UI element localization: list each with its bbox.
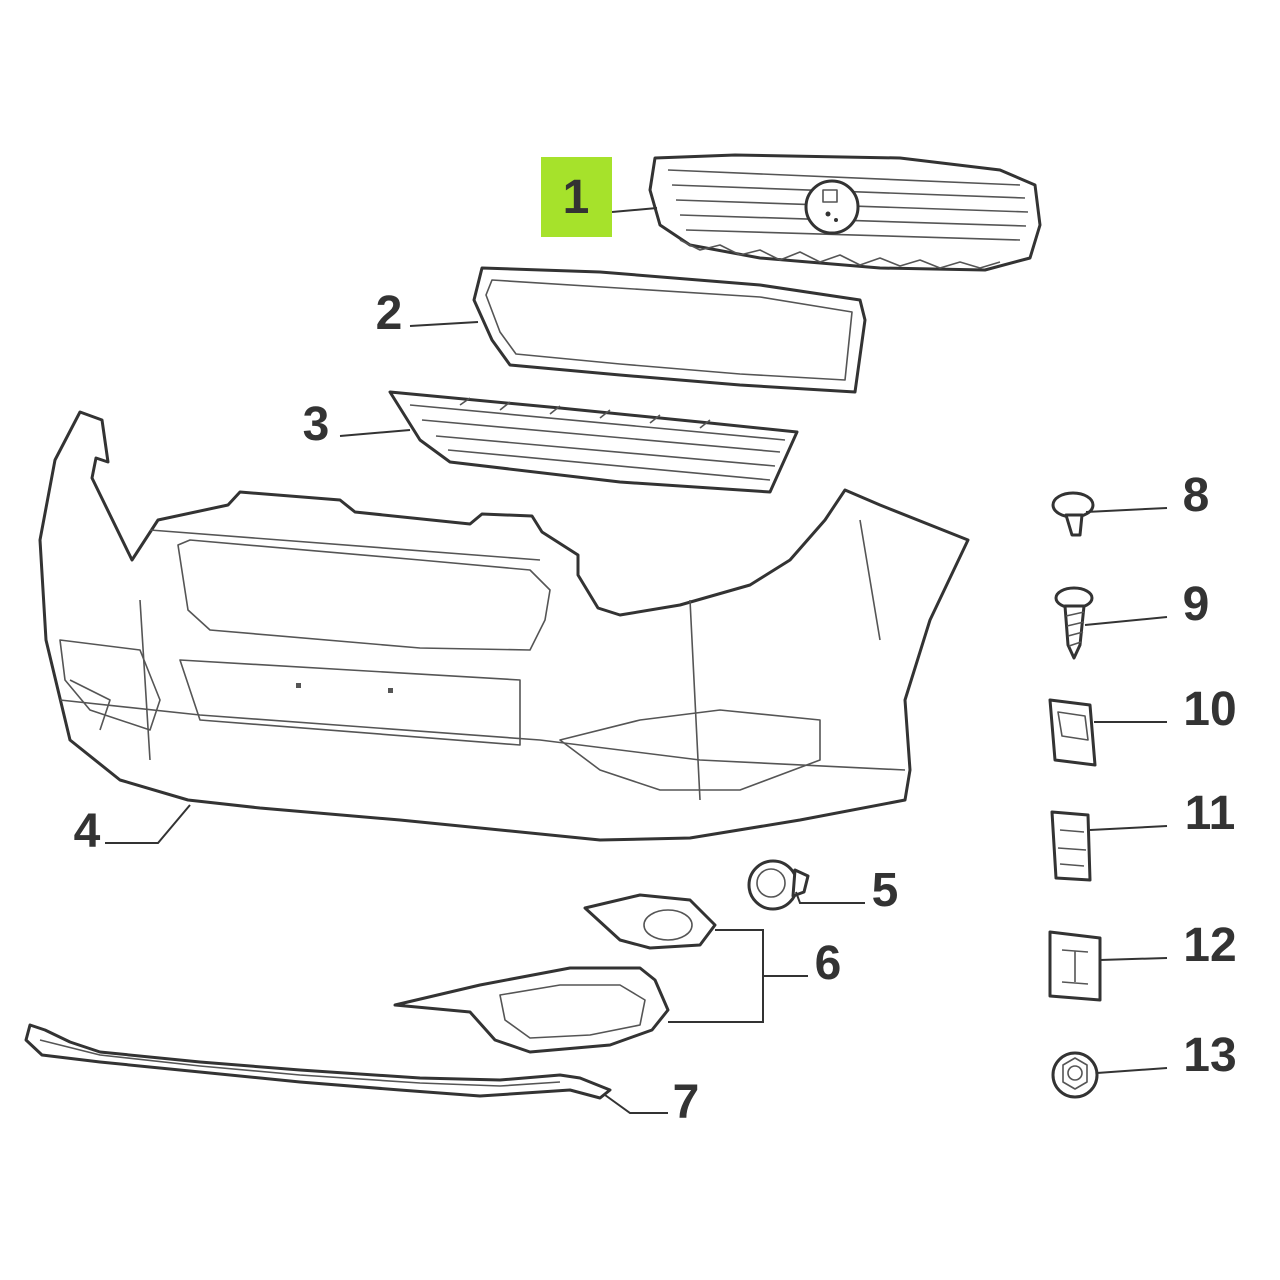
- leader-6: [668, 929, 808, 1023]
- grille-frame: [472, 266, 867, 394]
- callout-13: 13: [1183, 1029, 1236, 1082]
- leader-1: [611, 207, 658, 213]
- leader-4: [105, 804, 191, 844]
- leader-5: [795, 891, 865, 904]
- hex-flange-nut: [1051, 1051, 1099, 1099]
- callout-12: 12: [1183, 919, 1236, 972]
- callout-2: 2: [376, 287, 403, 340]
- front-bumper: [38, 410, 970, 842]
- screw: [1054, 586, 1094, 660]
- upper-grille: [648, 153, 1042, 272]
- leader-13: [1096, 1067, 1168, 1074]
- callout-5: 5: [872, 864, 899, 917]
- push-clip: [1051, 491, 1095, 537]
- spring-clip: [1048, 698, 1097, 767]
- leader-12: [1099, 957, 1168, 961]
- retainer-plate: [1048, 930, 1102, 1002]
- leader-3: [339, 429, 411, 437]
- clip-nut: [1050, 810, 1092, 882]
- callout-6: 6: [815, 937, 842, 990]
- fog-lamp: [747, 859, 810, 911]
- lower-grille: [388, 390, 799, 494]
- callout-1-highlight: [541, 157, 612, 237]
- callout-8: 8: [1183, 469, 1210, 522]
- leader-8: [1085, 507, 1168, 513]
- callout-1: 1: [563, 171, 590, 224]
- callout-7: 7: [673, 1076, 700, 1129]
- leader-11: [1089, 825, 1168, 831]
- callout-4: 4: [74, 805, 101, 858]
- callout-9: 9: [1183, 578, 1210, 631]
- callout-10: 10: [1183, 683, 1236, 736]
- fog-lamp-bezel-lower: [393, 966, 670, 1054]
- leader-2: [409, 321, 479, 327]
- fog-lamp-bezel-upper: [583, 893, 717, 950]
- leader-9: [1084, 616, 1168, 626]
- callout-11: 11: [1185, 787, 1236, 840]
- lower-spoiler: [24, 1023, 612, 1100]
- leader-7: [604, 1094, 668, 1114]
- callout-3: 3: [303, 398, 330, 451]
